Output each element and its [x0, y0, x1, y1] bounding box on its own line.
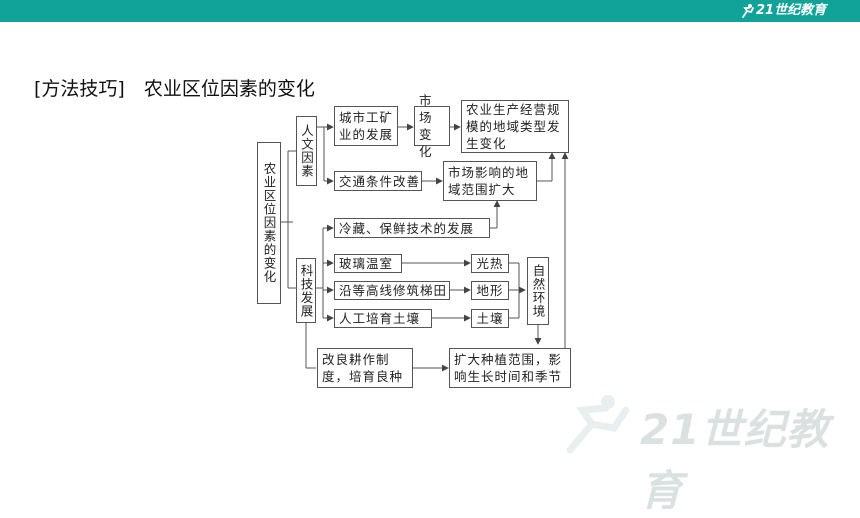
- page-title: [方法技巧] 农业区位因素的变化: [34, 78, 315, 100]
- city-mining-node: 城市工矿业的发展: [334, 106, 398, 146]
- soil-node: 人工培育土壤: [334, 309, 432, 328]
- humanities-node: 人文因素: [296, 116, 317, 186]
- terrace-node: 沿等高线修筑梯田: [334, 281, 450, 300]
- market-change-node: 市场变化: [414, 93, 450, 159]
- soil-result-node: 土壤: [471, 309, 509, 328]
- runner-logo-icon: [742, 4, 754, 18]
- watermark-runner-icon: [566, 395, 630, 454]
- natural-env-node: 自然环境: [527, 257, 549, 325]
- farm-type-node: 农业生产经营规模的地域类型发生变化: [461, 100, 569, 153]
- flow-connectors: [281, 123, 569, 372]
- transport-node: 交通条件改善: [334, 171, 422, 191]
- light-heat-node: 光热: [471, 254, 509, 273]
- root-node: 农业区位因素的变化: [257, 142, 281, 304]
- improve-node: 改良耕作制度，培育良种: [317, 348, 413, 388]
- expand-range-node: 扩大种植范围，影响生长时间和季节: [449, 348, 571, 388]
- tech-node: 科技发展: [296, 258, 316, 323]
- greenhouse-node: 玻璃温室: [334, 254, 402, 273]
- watermark-text: 21世纪教育: [640, 405, 830, 515]
- top-banner: 21世纪教育: [0, 0, 860, 22]
- banner-band: [0, 0, 690, 22]
- market-expand-node: 市场影响的地域范围扩大: [443, 161, 537, 201]
- terrain-node: 地形: [471, 281, 509, 300]
- banner-slant: [676, 0, 860, 22]
- cold-storage-node: 冷藏、保鲜技术的发展: [334, 218, 490, 238]
- logo-text: 21世纪教育: [756, 3, 827, 18]
